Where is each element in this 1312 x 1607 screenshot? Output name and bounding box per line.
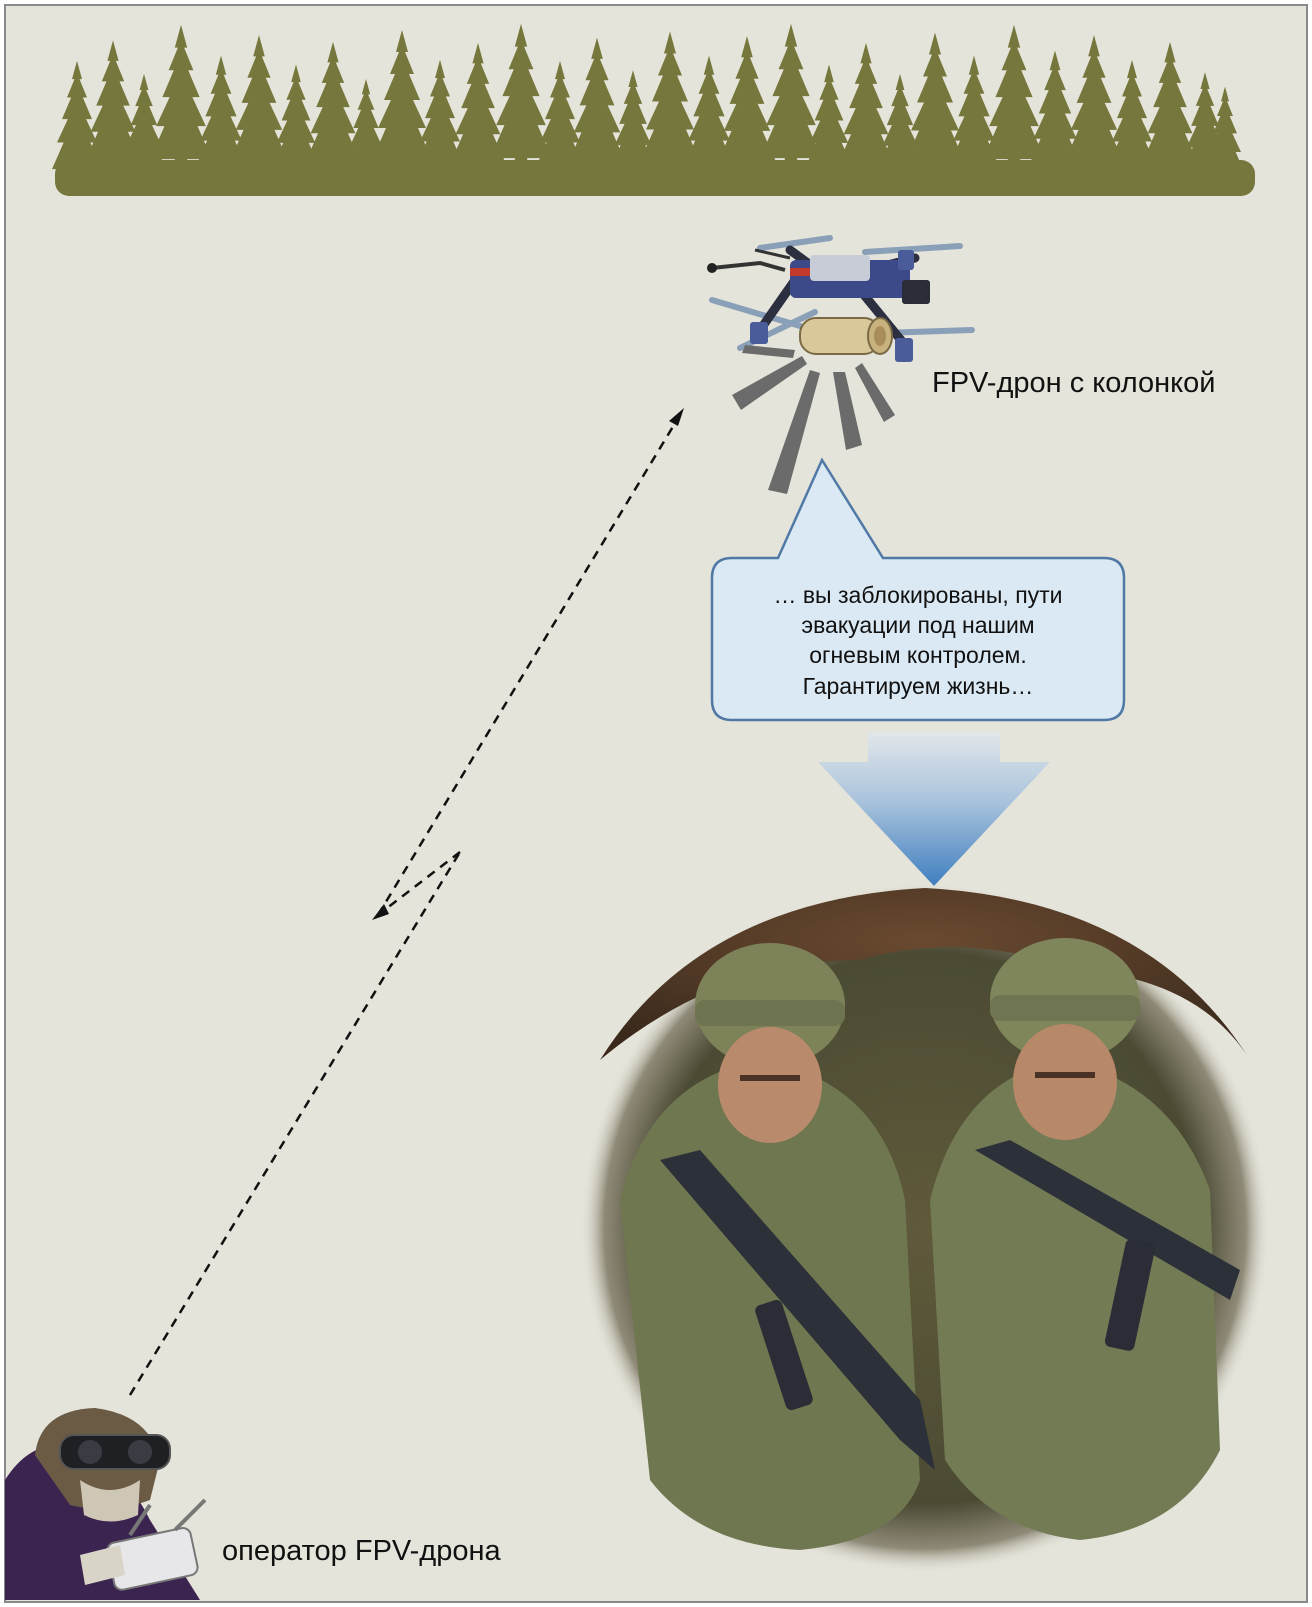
operator-label: оператор FPV-дрона	[222, 1535, 502, 1567]
drone-label: FPV-дрон с колонкой	[932, 367, 1216, 399]
bubble-line-2: эвакуации под нашим	[801, 612, 1034, 638]
sound-waves	[732, 345, 895, 494]
speech-bubble: … вы заблокированы, пути эвакуации под н…	[710, 457, 1126, 722]
link-arrowhead-top	[669, 408, 684, 426]
control-link	[128, 414, 682, 1396]
down-arrow	[818, 732, 1050, 886]
bubble-line-4: Гарантируем жизнь…	[803, 673, 1034, 699]
link-arrowhead-zigzag	[372, 904, 389, 920]
operator-icon	[5, 1408, 207, 1600]
forest-icon	[52, 23, 1255, 196]
soldiers-in-trench-icon	[580, 883, 1270, 1573]
bubble-line-3: огневым контролем.	[809, 642, 1026, 668]
bubble-line-1: … вы заблокированы, пути	[773, 582, 1062, 608]
fpv-drone-icon	[707, 235, 975, 362]
